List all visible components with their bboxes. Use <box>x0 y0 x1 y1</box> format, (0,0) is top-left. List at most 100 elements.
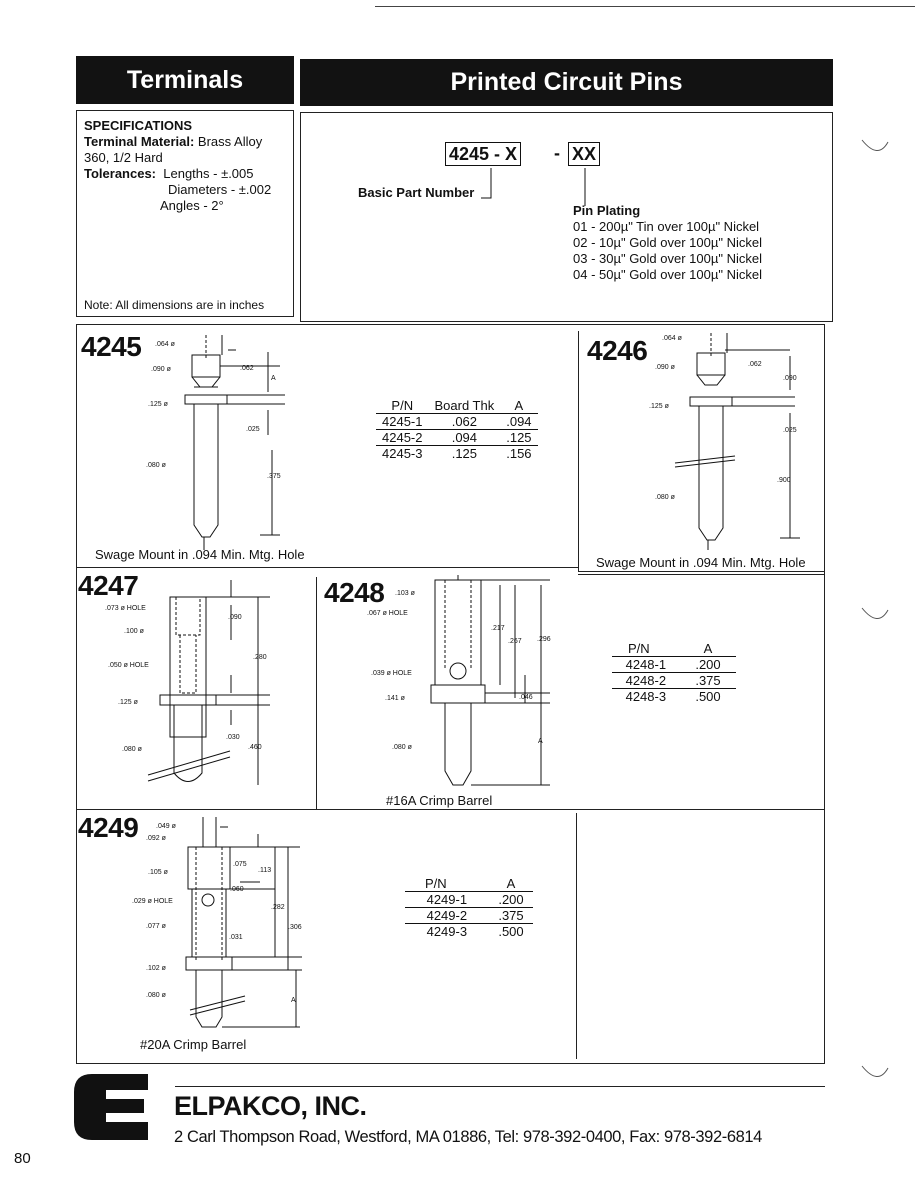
dim-4245-top-dia: .090 ø <box>151 366 172 373</box>
col-a: A <box>488 876 534 892</box>
dim-4249-060: .060 <box>230 886 244 893</box>
top-rule <box>375 6 915 7</box>
table-row: 4245-3 .125 .156 <box>376 446 538 462</box>
cell: .200 <box>679 656 737 673</box>
table-row: 4248-2 .375 <box>612 672 737 689</box>
drawing-4248: .103 ø .067 ø HOLE .217 .267 .296 .039 ø… <box>367 575 551 786</box>
cell: .094 <box>500 413 538 430</box>
dim-4248-hole-067: .067 ø HOLE <box>367 610 408 617</box>
dim-4245-head-dia: .064 ø <box>155 341 176 348</box>
col-divider-4247 <box>316 577 317 809</box>
cell: 4248-1 <box>612 656 680 673</box>
cell: 4245-2 <box>376 429 429 446</box>
col-pn: P/N <box>376 398 429 414</box>
dim-4245-shank-dia: .080 ø <box>146 462 167 469</box>
company-logo <box>70 1072 150 1142</box>
table-4245-header: P/N Board Thk A <box>376 398 538 414</box>
section-title-pcb-pins: Printed Circuit Pins <box>300 59 833 106</box>
dim-4248-217: .217 <box>491 625 505 632</box>
spec-tolerance-angles: Angles - 2° <box>160 198 224 213</box>
section-title-terminals: Terminals <box>76 56 294 104</box>
row-divider-1 <box>76 567 578 568</box>
plating-option-03: 03 - 30µ" Gold over 100µ" Nickel <box>573 251 762 266</box>
dim-4246-collar-dia: .125 ø <box>649 403 670 410</box>
part-code-leaders <box>481 168 586 206</box>
cell: .125 <box>500 429 538 446</box>
cell: 4248-3 <box>625 689 667 704</box>
spec-note: Note: All dimensions are in inches <box>84 298 265 312</box>
dim-4248-103: .103 ø <box>395 590 416 597</box>
dim-4245-collar-dia: .125 ø <box>148 401 169 408</box>
plating-option-04: 04 - 50µ" Gold over 100µ" Nickel <box>573 267 762 282</box>
part-number-4246: 4246 <box>587 335 648 366</box>
spec-heading: SPECIFICATIONS <box>84 118 193 133</box>
dim-4249-031: .031 <box>229 934 243 941</box>
cell: .500 <box>498 924 524 939</box>
part-number-4248: 4248 <box>324 577 385 608</box>
spec-material-2: 360, 1/2 Hard <box>84 150 163 165</box>
dim-4249-092: .092 ø <box>146 835 167 842</box>
col-pn: P/N <box>405 876 489 892</box>
cell: 4245-3 <box>382 446 423 461</box>
dim-4248-141: .141 ø <box>385 695 406 702</box>
caption-4245: Swage Mount in .094 Min. Mtg. Hole <box>95 547 305 562</box>
part-number-4245: 4245 <box>81 331 142 362</box>
drawing-4249: .049 ø .092 ø .075 .113 .105 ø .060 .029… <box>132 817 302 1028</box>
dim-4248-080: .080 ø <box>392 744 413 751</box>
cell: 4249-3 <box>426 924 468 939</box>
cell: .094 <box>428 429 501 446</box>
dim-4246-shank-dia: .080 ø <box>655 494 676 501</box>
dim-4249-105: .105 ø <box>148 869 169 876</box>
part-code-suffix: XX <box>568 142 601 166</box>
dim-4249-a: A <box>291 997 296 1004</box>
dim-4248-046: .046 <box>519 694 533 701</box>
dim-4249-282: .282 <box>271 904 285 911</box>
dim-4249-113: .113 <box>258 867 271 874</box>
dim-4247-460: .460 <box>248 744 262 751</box>
company-name: ELPAKCO, INC. <box>174 1091 367 1121</box>
table-row: 4249-1 .200 <box>405 891 534 908</box>
caption-4249: #20A Crimp Barrel <box>140 1037 247 1052</box>
caption-4246: Swage Mount in .094 Min. Mtg. Hole <box>596 555 806 570</box>
spec-tolerance-lengths: Tolerances: Lengths - ±.005 <box>84 166 254 181</box>
table-4248-header: P/N A <box>612 641 737 657</box>
table-4249-header: P/N A <box>405 876 534 892</box>
dim-4247-hole-073: .073 ø HOLE <box>105 605 146 612</box>
table-4249: P/N A 4249-1 .200 4249-2 .375 4249-3 .50… <box>405 876 534 940</box>
pin-plating-heading: Pin Plating <box>573 203 641 218</box>
col-board-thk: Board Thk <box>428 398 501 414</box>
spec-tolerance-diameters: Diameters - ±.002 <box>168 182 272 197</box>
col-a: A <box>679 641 737 657</box>
dim-4247-125: .125 ø <box>118 699 139 706</box>
dim-4247-hole-050: .050 ø HOLE <box>108 662 149 669</box>
cell: .156 <box>506 446 532 461</box>
part-number-4249: 4249 <box>78 812 139 843</box>
dim-4248-a: A <box>538 738 543 745</box>
table-row: 4248-1 .200 <box>612 656 737 673</box>
dim-4246-900: .900 <box>777 477 791 484</box>
dim-4245-375: .375 <box>267 473 281 480</box>
table-row: 4249-3 .500 <box>405 924 533 940</box>
dim-4249-075: .075 <box>233 861 247 868</box>
cell: .062 <box>428 413 501 430</box>
cell: .500 <box>695 689 721 704</box>
cell: .200 <box>488 891 534 908</box>
cell: 4248-2 <box>612 672 680 689</box>
basic-part-number-label: Basic Part Number <box>358 185 475 200</box>
dim-4248-hole-039: .039 ø HOLE <box>371 670 412 677</box>
part-number-4247: 4247 <box>78 570 139 601</box>
dim-4246-062: .062 <box>748 361 762 368</box>
cell: .375 <box>488 907 534 924</box>
dim-4246-top-dia: .090 ø <box>655 364 676 371</box>
dim-4246-025: .025 <box>783 427 797 434</box>
cell: .125 <box>451 446 478 461</box>
company-address: 2 Carl Thompson Road, Westford, MA 01886… <box>174 1128 762 1146</box>
dim-4247-090: .090 <box>228 614 242 621</box>
dim-4245-062: .062 <box>240 365 254 372</box>
dim-4245-a: A <box>271 375 276 382</box>
dim-4246-head-dia: .064 ø <box>662 335 683 342</box>
caption-4248: #16A Crimp Barrel <box>386 793 493 808</box>
dim-4245-025: .025 <box>246 426 260 433</box>
col-a: A <box>500 398 538 414</box>
dim-4247-080: .080 ø <box>122 746 143 753</box>
